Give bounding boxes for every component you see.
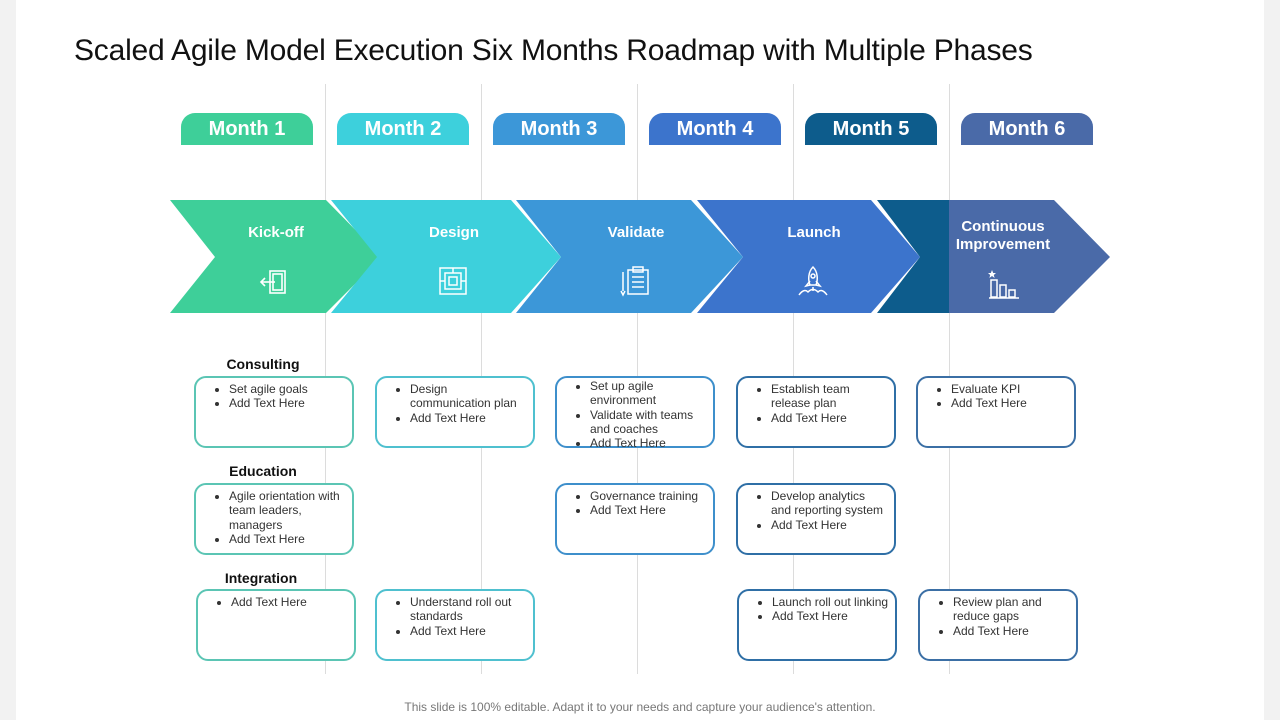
month-header-2: Month 2 (337, 113, 469, 145)
month-header-5: Month 5 (805, 113, 937, 145)
card-education-month1: Agile orientation with team leaders, man… (194, 483, 354, 555)
bullet-item: Develop analytics and reporting system (771, 489, 888, 518)
month-header-3: Month 3 (493, 113, 625, 145)
bullet-item: Add Text Here (772, 609, 889, 623)
phase-label-validate: Validate (607, 224, 665, 241)
phase-label-design: Design (428, 224, 479, 241)
card-integration-month4: Launch roll out linkingAdd Text Here (737, 589, 897, 661)
bullet-item: Add Text Here (410, 624, 527, 638)
bullet-item: Establish team release plan (771, 382, 888, 411)
slide: Scaled Agile Model Execution Six Months … (16, 0, 1264, 720)
phase-chevron-improvement (877, 200, 949, 313)
phase-chevron-validate (516, 200, 637, 313)
bullet-item: Design communication plan (410, 382, 527, 411)
bullet-item: Add Text Here (771, 411, 888, 425)
month-header-6: Month 6 (961, 113, 1093, 145)
footer-note: This slide is 100% editable. Adapt it to… (404, 700, 876, 714)
card-consulting-month3: Set up agile environmentValidate with te… (555, 376, 715, 450)
month-header-1: Month 1 (181, 113, 313, 145)
bullet-item: Evaluate KPI (951, 382, 1068, 396)
phase-label-kickoff: Kick-off (248, 224, 304, 241)
card-consulting-month4: Establish team release planAdd Text Here (736, 376, 896, 448)
bullet-item: Add Text Here (771, 518, 888, 532)
card-consulting-month5: Evaluate KPIAdd Text Here (916, 376, 1076, 448)
row-label-integration: Integration (224, 570, 298, 586)
phase-chevron-launch (697, 200, 793, 313)
bullet-item: Set agile goals (229, 382, 346, 396)
card-integration-month5: Review plan and reduce gapsAdd Text Here (918, 589, 1078, 661)
month-header-4: Month 4 (649, 113, 781, 145)
phase-arrow-band (170, 200, 1110, 313)
bullet-item: Add Text Here (590, 503, 707, 517)
blueprint-icon (439, 267, 467, 295)
bullet-item: Add Text Here (951, 396, 1068, 410)
phase-chevron-design-ext (481, 200, 561, 313)
bullet-item: Add Text Here (231, 595, 348, 609)
card-consulting-month2: Design communication planAdd Text Here (375, 376, 535, 448)
card-education-month3: Governance trainingAdd Text Here (555, 483, 715, 555)
bullet-item: Launch roll out linking (772, 595, 889, 609)
bullet-item: Set up agile environment (590, 379, 707, 408)
phase-chevron-validate-ext (637, 200, 743, 313)
phase-chevron-launch-ext (793, 200, 920, 313)
bullet-item: Add Text Here (229, 532, 346, 546)
phase-label-launch: Launch (787, 224, 841, 241)
bullet-item: Add Text Here (410, 411, 527, 425)
card-consulting-month1: Set agile goalsAdd Text Here (194, 376, 354, 448)
bullet-item: Agile orientation with team leaders, man… (229, 489, 346, 532)
phase-chevron-design (331, 200, 481, 313)
rocket-icon (798, 265, 828, 296)
row-label-education: Education (229, 463, 297, 479)
bullet-item: Governance training (590, 489, 707, 503)
bullet-item: Add Text Here (590, 436, 707, 450)
phase-chevron-improvement-head (949, 200, 1110, 313)
clipboard-icon (620, 266, 649, 297)
card-integration-month2: Understand roll out standardsAdd Text He… (375, 589, 535, 661)
bullet-item: Validate with teams and coaches (590, 408, 707, 437)
phase-chevron-kickoff (170, 200, 382, 313)
row-label-consulting: Consulting (226, 356, 300, 372)
phase-label-improvement: Continuous Improvement (955, 218, 1051, 253)
bullet-item: Review plan and reduce gaps (953, 595, 1070, 624)
card-integration-month1: Add Text Here (196, 589, 356, 661)
bullet-item: Add Text Here (953, 624, 1070, 638)
bullet-item: Understand roll out standards (410, 595, 527, 624)
bullet-item: Add Text Here (229, 396, 346, 410)
card-education-month4: Develop analytics and reporting systemAd… (736, 483, 896, 555)
slide-title: Scaled Agile Model Execution Six Months … (74, 34, 1033, 67)
growth-chart-icon (988, 270, 1019, 299)
exit-icon (259, 270, 286, 294)
